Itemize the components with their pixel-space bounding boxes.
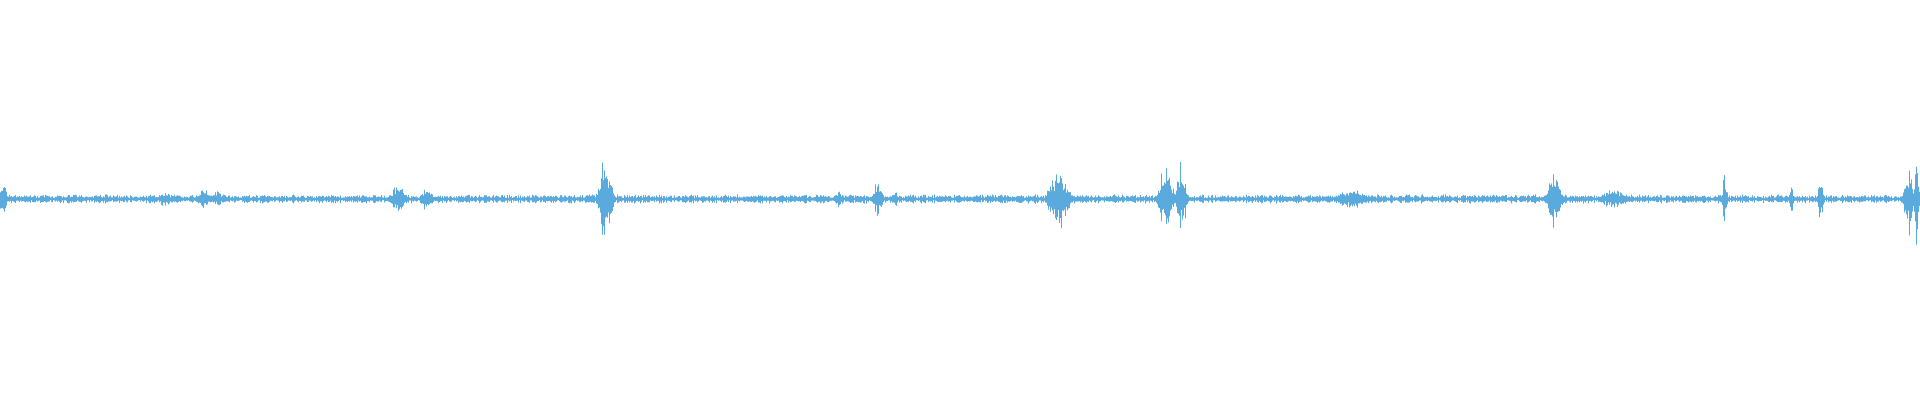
waveform-trace xyxy=(0,161,1920,245)
waveform-path xyxy=(0,161,1920,245)
